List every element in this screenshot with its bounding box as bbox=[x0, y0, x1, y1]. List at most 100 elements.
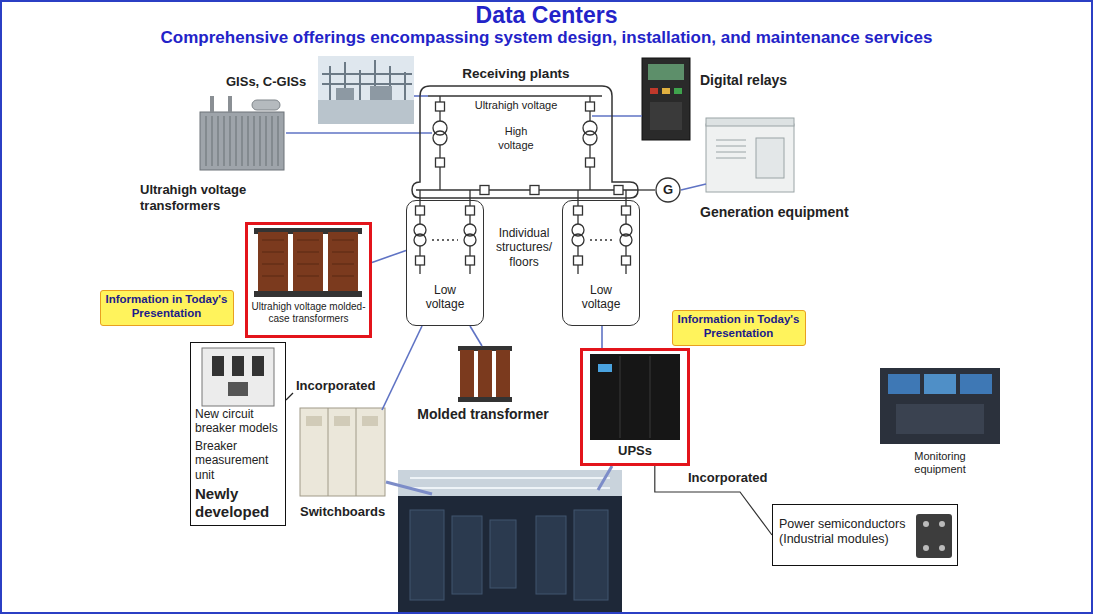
region-label: Individual structures/ floors bbox=[485, 226, 563, 269]
generator-illustration bbox=[756, 138, 784, 178]
single-line-diagram bbox=[466, 206, 475, 215]
power-module-illustration bbox=[916, 514, 952, 558]
molded-case-transformer-illustration bbox=[262, 240, 354, 276]
callout-banner: Information in Today's Presentation bbox=[100, 290, 234, 326]
single-line-diagram bbox=[592, 115, 642, 117]
single-line-diagram bbox=[416, 256, 425, 265]
relay-illustration bbox=[662, 88, 670, 94]
node-text: Power semiconductors (Industrial modules… bbox=[779, 517, 915, 547]
monitoring-illustration bbox=[880, 368, 1000, 444]
generator-symbol: G bbox=[655, 177, 681, 203]
wiring bbox=[598, 466, 612, 490]
diagram-title: Data Centers bbox=[0, 2, 1093, 30]
single-line-diagram bbox=[681, 184, 706, 190]
molded-case-transformer-illustration bbox=[254, 291, 362, 297]
bus-line bbox=[638, 189, 655, 190]
single-line-diagram bbox=[436, 158, 445, 167]
wiring bbox=[286, 393, 293, 400]
node-text: New circuit breaker models bbox=[195, 407, 281, 436]
breaker-illustration bbox=[202, 348, 274, 406]
monitoring-illustration bbox=[888, 374, 920, 394]
monitoring-illustration bbox=[880, 368, 1000, 444]
molded-case-transformer-illustration bbox=[258, 232, 288, 292]
molded-transformer-illustration bbox=[460, 350, 474, 398]
annotation: Incorporated bbox=[296, 378, 375, 394]
receiving-plant-region: Receiving plantsUltrahigh voltageHigh vo… bbox=[412, 66, 638, 200]
node-text: Low voltage bbox=[575, 283, 627, 312]
product-frame: Power semiconductors (Industrial modules… bbox=[772, 504, 958, 566]
node-text: Information in Today's Presentation bbox=[675, 313, 802, 341]
node-text: Ultrahigh voltage bbox=[420, 99, 612, 112]
monitoring-illustration bbox=[896, 404, 984, 434]
relay-illustration bbox=[650, 88, 658, 94]
node-text: Information in Today's Presentation bbox=[103, 293, 230, 321]
transformer-illustration bbox=[200, 96, 284, 170]
molded-case-transformer-illustration bbox=[254, 228, 362, 297]
breaker-illustration bbox=[252, 356, 264, 376]
equipment-label: Ultrahigh voltage transformers bbox=[140, 182, 264, 213]
single-line-diagram bbox=[622, 206, 631, 215]
single-line-diagram bbox=[414, 234, 426, 246]
subtitle: Comprehensive offerings encompassing sys… bbox=[0, 28, 1093, 48]
gis-photo bbox=[318, 56, 414, 124]
single-line-diagram bbox=[436, 102, 445, 111]
single-line-diagram bbox=[622, 256, 631, 265]
callout-banner: Information in Today's Presentation bbox=[672, 310, 806, 346]
molded-transformer-illustration bbox=[478, 350, 492, 398]
single-line-diagram bbox=[428, 95, 602, 96]
molded-transformer-illustration bbox=[458, 346, 512, 402]
node-text: High voltage bbox=[488, 125, 544, 151]
node-text: Breaker measurement unit bbox=[195, 439, 281, 482]
node-text: UPSs bbox=[583, 443, 687, 459]
relay-illustration bbox=[650, 102, 682, 130]
data-center-photo bbox=[452, 516, 482, 594]
data-center-photo bbox=[398, 470, 622, 496]
breaker-illustration bbox=[228, 382, 248, 396]
single-line-diagram bbox=[416, 206, 425, 215]
gis-photo bbox=[318, 100, 414, 124]
generator-illustration bbox=[706, 118, 794, 126]
monitoring-illustration bbox=[924, 374, 956, 394]
equipment-label: Monitoring equipment bbox=[895, 450, 985, 476]
gis-photo bbox=[322, 60, 412, 100]
molded-case-transformer-illustration bbox=[293, 232, 323, 292]
highlight-frame: Ultrahigh voltage molded-case transforme… bbox=[245, 222, 372, 338]
generator-illustration bbox=[716, 140, 746, 158]
wiring bbox=[382, 326, 422, 410]
feeder-line bbox=[601, 326, 603, 348]
transformer-illustration bbox=[252, 100, 280, 110]
node-text: Ultrahigh voltage molded-case transforme… bbox=[250, 301, 367, 325]
switchboard-illustration bbox=[362, 416, 378, 426]
gis-photo bbox=[336, 88, 354, 100]
leader-line bbox=[655, 466, 772, 535]
ups-illustration bbox=[590, 354, 680, 440]
relay-illustration bbox=[642, 58, 690, 140]
gis-photo bbox=[318, 56, 414, 124]
equipment-label: GISs, C-GISs bbox=[226, 74, 306, 90]
single-line-diagram bbox=[480, 186, 489, 195]
node-text: Low voltage bbox=[419, 283, 471, 312]
monitoring-illustration bbox=[960, 374, 992, 394]
region-outline bbox=[412, 86, 638, 198]
generator-circle bbox=[656, 178, 680, 202]
breaker-illustration bbox=[212, 356, 224, 376]
data-center-photo bbox=[398, 470, 622, 612]
node-text: G bbox=[655, 182, 681, 198]
transformer-illustration bbox=[206, 116, 278, 166]
equipment-label: Digital relays bbox=[700, 72, 787, 89]
switchboard-illustration bbox=[334, 416, 350, 426]
ups-illustration bbox=[590, 354, 680, 440]
switchboard-illustration bbox=[328, 408, 356, 496]
highlight-frame: UPSs bbox=[580, 348, 690, 466]
relay-illustration bbox=[642, 58, 690, 140]
single-line-diagram bbox=[464, 234, 476, 246]
gis-photo bbox=[370, 86, 392, 100]
generator-illustration bbox=[706, 118, 794, 192]
single-line-diagram bbox=[572, 234, 584, 246]
product-frame: New circuit breaker modelsBreaker measur… bbox=[190, 342, 286, 526]
wiring bbox=[286, 326, 612, 494]
relay-illustration bbox=[674, 88, 682, 94]
single-line-diagram bbox=[586, 158, 595, 167]
